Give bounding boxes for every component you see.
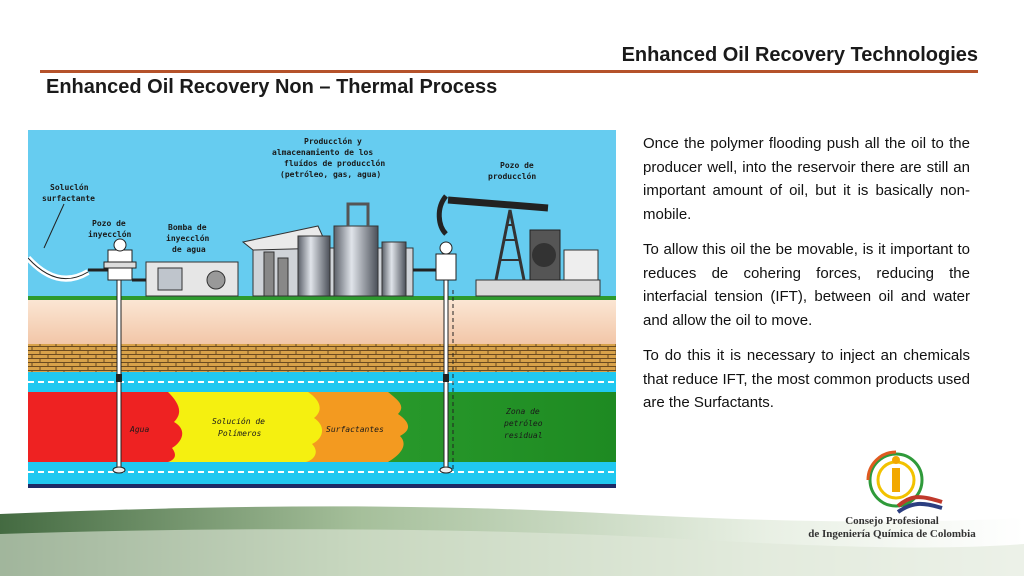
org-line-1: Consejo Profesional bbox=[845, 515, 939, 527]
paragraph-3: To do this it is necessary to inject an … bbox=[643, 347, 970, 411]
label-polimeros-2: Polímeros bbox=[218, 429, 262, 438]
label-produccion-4: (petróleo, gas, agua) bbox=[280, 169, 381, 179]
production-well bbox=[435, 241, 457, 474]
water-zone bbox=[28, 392, 183, 462]
paragraph-1: Once the polymer flooding push all the o… bbox=[643, 135, 970, 223]
label-solucion-1: Soluclón bbox=[50, 182, 89, 192]
label-produccion-1: Producclón y bbox=[304, 136, 362, 146]
label-solucion-2: surfactante bbox=[42, 194, 95, 203]
svg-text:Soluclón surfactante P: Soluclón surfactante Pozo de inyecclón B… bbox=[42, 136, 539, 254]
label-pozo-prod-1: Pozo de bbox=[500, 161, 534, 170]
label-bomba-2: inyecclón bbox=[166, 233, 210, 243]
production-facilities bbox=[241, 202, 448, 297]
label-polimeros-1: Solución de bbox=[212, 416, 265, 426]
label-zona-1: Zona de bbox=[505, 407, 540, 416]
header-title: Enhanced Oil Recovery Technologies bbox=[621, 44, 978, 66]
slide-subtitle: Enhanced Oil Recovery Non – Thermal Proc… bbox=[46, 76, 498, 98]
injection-pump bbox=[132, 261, 239, 297]
cap-rock-layer bbox=[28, 344, 616, 372]
eor-diagram: Soluclón surfactante Pozo de inyecclón B… bbox=[28, 130, 616, 488]
label-zona-3: residual bbox=[504, 431, 543, 440]
body-text: Once the polymer flooding push all the o… bbox=[643, 132, 970, 427]
org-line-2: de Ingeniería Química de Colombia bbox=[808, 528, 976, 540]
label-surfactantes: Surfactantes bbox=[326, 425, 384, 434]
label-agua: Agua bbox=[129, 425, 149, 434]
label-produccion-2: almacenamiento de los bbox=[272, 147, 373, 157]
header-divider bbox=[40, 70, 978, 73]
soil-layer bbox=[28, 300, 616, 344]
label-bomba-1: Bomba de bbox=[168, 223, 207, 232]
logo-cpiq bbox=[866, 450, 943, 514]
injection-well bbox=[88, 238, 137, 474]
label-pozo-iny-2: inyecclón bbox=[88, 229, 132, 239]
label-pozo-prod-2: producclón bbox=[488, 171, 536, 181]
label-produccion-3: fluídos de producclón bbox=[284, 158, 385, 168]
pump-jack bbox=[436, 194, 601, 297]
footer-wave-band bbox=[0, 506, 1024, 576]
org-name: Consejo Profesional de Ingeniería Químic… bbox=[800, 515, 984, 541]
water-layer-bottom bbox=[28, 462, 616, 486]
paragraph-2: To allow this oil the be movable, is it … bbox=[643, 241, 970, 329]
svg-text:Agua Solución de Polím: Agua Solución de Polímeros Surfactantes … bbox=[129, 407, 547, 440]
label-zona-2: petróleo bbox=[503, 418, 543, 428]
label-pozo-iny-1: Pozo de bbox=[92, 219, 126, 228]
label-bomba-3: de agua bbox=[172, 245, 206, 254]
